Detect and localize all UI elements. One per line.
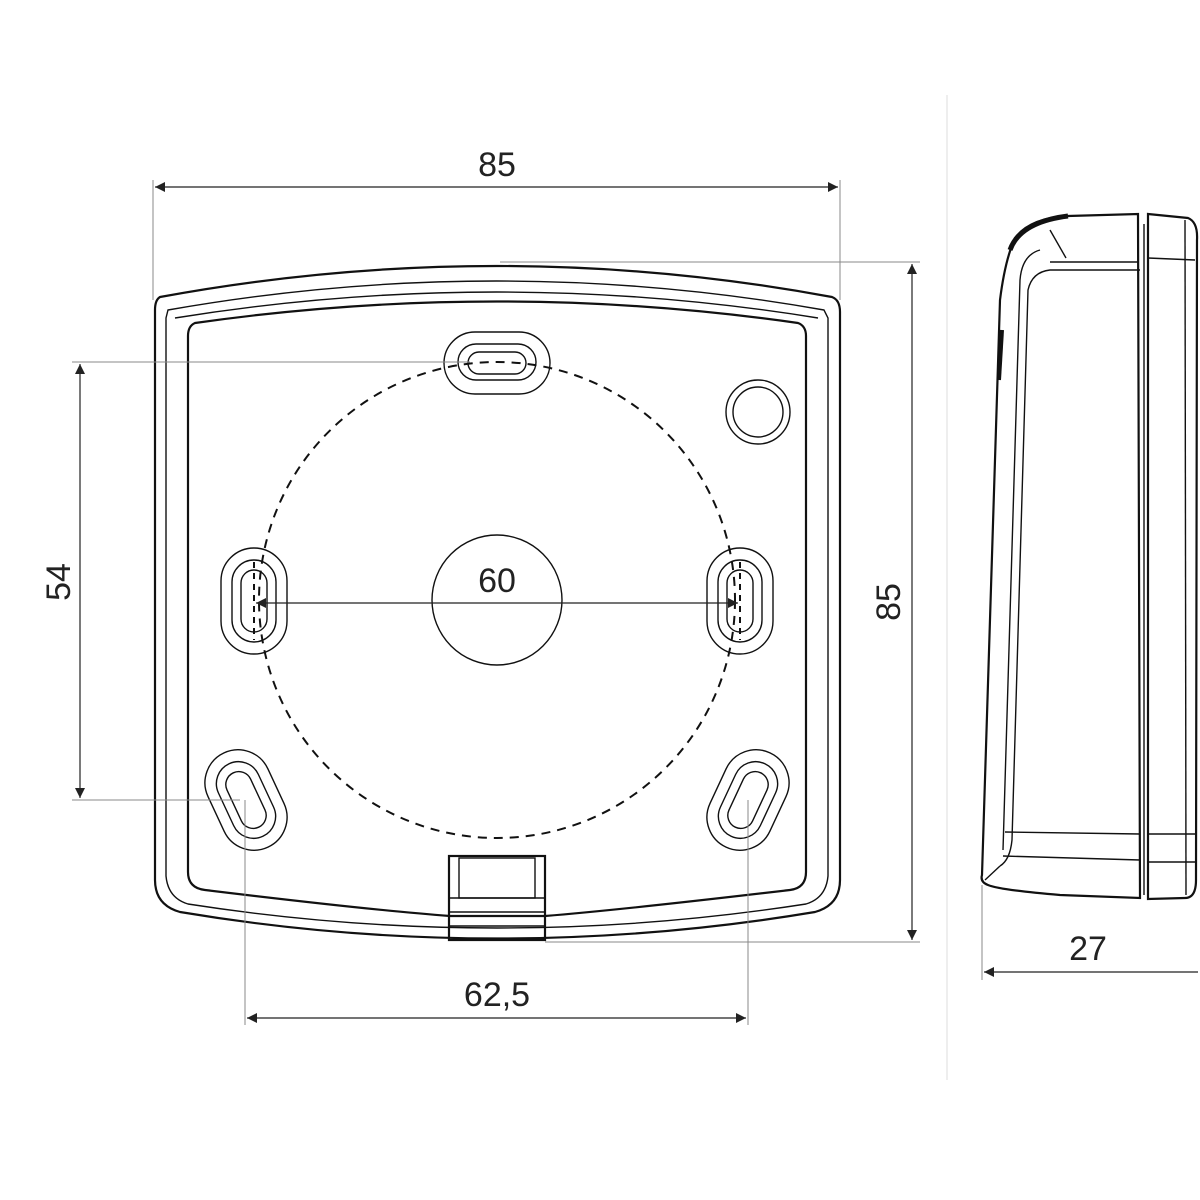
top-slot <box>443 331 551 395</box>
inner-panel <box>186 300 808 918</box>
left-slot <box>220 547 288 655</box>
round-hole-inner <box>732 386 784 438</box>
label-vertical-spacing: 54 <box>40 563 78 601</box>
right-slot <box>706 547 774 655</box>
label-front-height: 85 <box>870 583 908 621</box>
center-knockout <box>431 534 563 666</box>
mounting-circle-dashed <box>258 361 736 839</box>
side-view <box>980 212 1199 901</box>
housing-rim-2 <box>174 291 819 319</box>
bottom-left-slot <box>204 749 288 851</box>
side-cover <box>1146 212 1199 901</box>
label-circle-diameter: 60 <box>478 562 516 600</box>
extension-lines <box>72 95 983 1080</box>
housing-inner-rim <box>165 280 829 929</box>
side-body-outline <box>980 212 1142 900</box>
round-hole-outer <box>725 379 791 445</box>
side-inner-outline <box>999 249 1140 867</box>
label-horizontal-spacing: 62,5 <box>464 976 530 1014</box>
housing-outline <box>153 264 842 940</box>
label-side-depth: 27 <box>1069 930 1107 968</box>
label-front-width: 85 <box>478 146 516 184</box>
bottom-latch <box>447 854 547 942</box>
bottom-right-slot <box>706 749 790 851</box>
